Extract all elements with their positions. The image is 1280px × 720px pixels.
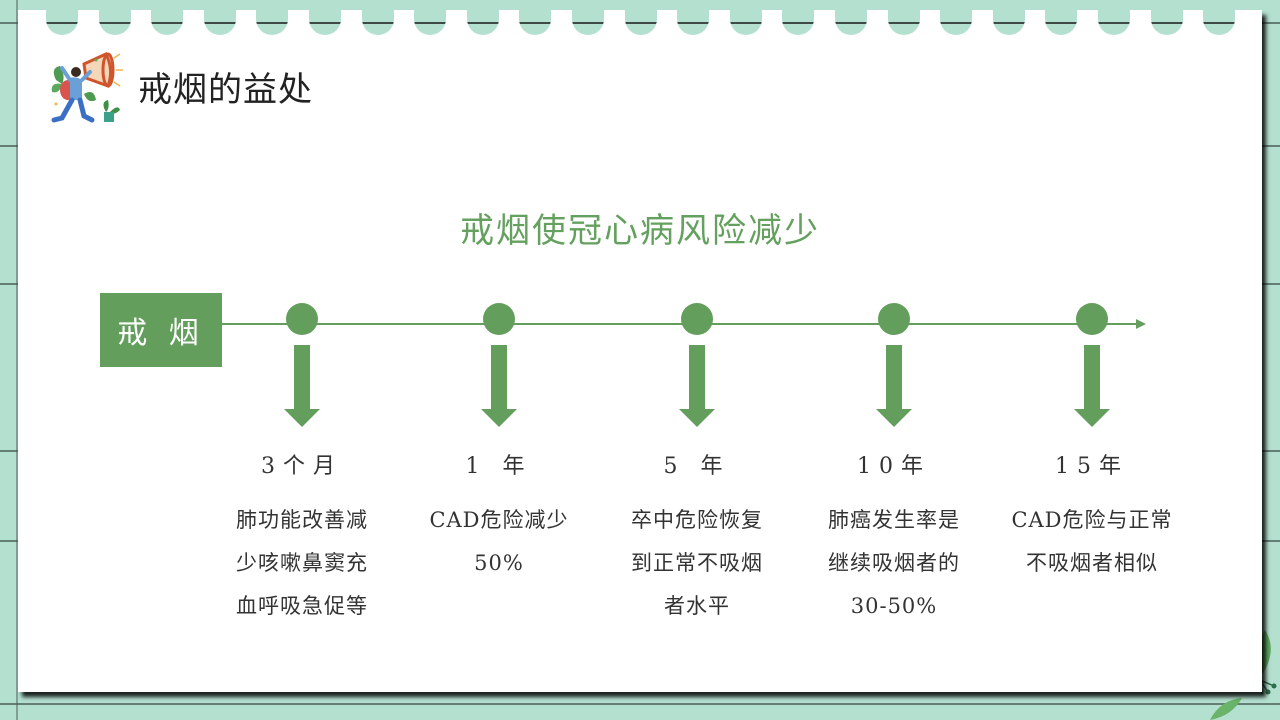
desc-line: 50% [474, 551, 524, 575]
milestone-period: 5 年 [663, 454, 731, 479]
scallop-notch [940, 8, 973, 35]
scallop-notch [835, 8, 867, 35]
timeline-axis [222, 323, 1138, 325]
scallop-notch [992, 8, 1025, 35]
scallop-notch [98, 8, 131, 35]
down-arrow-icon [491, 345, 507, 411]
milestone-description: CAD危险与正常 不吸烟者相似 [1002, 499, 1182, 585]
down-arrow-head-icon [679, 409, 715, 427]
timeline-start-label: 戒 烟 [100, 293, 222, 367]
scallop-notch [1045, 8, 1078, 35]
scallop-notch [572, 8, 604, 35]
scallop-notch [414, 8, 447, 35]
down-arrow-head-icon [284, 409, 320, 427]
down-arrow-icon [689, 345, 705, 411]
desc-line: 肺癌发生率是 [828, 508, 960, 532]
scallop-notch [677, 8, 710, 35]
milestone-period: 15年 [1055, 454, 1129, 479]
circle-dot-icon [878, 303, 910, 335]
scallop-notch [887, 8, 920, 35]
down-arrow-head-icon [481, 409, 517, 427]
desc-line: 少咳嗽鼻窦充 [236, 551, 368, 575]
desc-line: 者水平 [664, 594, 730, 618]
scallop-notch [519, 8, 552, 35]
desc-line: 到正常不吸烟 [631, 551, 763, 575]
scallop-notch [151, 8, 184, 35]
milestone-description: 肺癌发生率是 继续吸烟者的 30-50% [804, 499, 984, 628]
scallop-notch [782, 8, 815, 35]
scallop-notch [203, 8, 236, 35]
down-arrow-head-icon [1074, 409, 1110, 427]
circle-dot-icon [286, 303, 318, 335]
desc-line: CAD危险减少 [429, 508, 569, 532]
desc-line: CAD危险与正常 [1011, 508, 1173, 532]
scallop-notch [256, 8, 289, 35]
scallop-notch [361, 8, 394, 35]
desc-line: 30-50% [850, 594, 938, 618]
scallop-notch [1150, 8, 1183, 35]
down-arrow-icon [294, 345, 310, 411]
milestone-period: 3个月 [261, 454, 343, 479]
desc-line: 血呼吸急促等 [236, 594, 368, 618]
down-arrow-icon [886, 345, 902, 411]
slide-subtitle: 戒烟使冠心病风险减少 [460, 211, 820, 251]
down-arrow-head-icon [876, 409, 912, 427]
scallop-notch [46, 8, 78, 35]
scallop-notch [466, 8, 499, 35]
desc-line: 肺功能改善减 [236, 508, 368, 532]
desc-line: 不吸烟者相似 [1026, 551, 1158, 575]
desc-line: 继续吸烟者的 [828, 551, 960, 575]
scallop-notch [729, 8, 762, 35]
start-label-text: 戒 烟 [117, 316, 205, 351]
circle-dot-icon [681, 303, 713, 335]
paper-card: 戒烟的益处 [18, 8, 1262, 692]
right-arrow-icon [1136, 319, 1146, 329]
down-arrow-icon [1084, 345, 1100, 411]
scallop-notch [1203, 8, 1236, 35]
milestone-period: 10年 [857, 454, 931, 479]
milestone-description: 肺功能改善减 少咳嗽鼻窦充 血呼吸急促等 [212, 499, 392, 628]
page-title: 戒烟的益处 [138, 70, 313, 110]
milestone-period: 1 年 [465, 454, 533, 479]
scallop-notch [624, 8, 657, 35]
circle-dot-icon [483, 303, 515, 335]
scallop-notch [1098, 8, 1130, 35]
milestone-description: 卒中危险恢复 到正常不吸烟 者水平 [607, 499, 787, 628]
milestone-description: CAD危险减少 50% [409, 499, 589, 585]
desc-line: 卒中危险恢复 [631, 508, 763, 532]
scallop-notch [309, 8, 341, 35]
megaphone-person-icon [51, 52, 123, 123]
circle-dot-icon [1076, 303, 1108, 335]
